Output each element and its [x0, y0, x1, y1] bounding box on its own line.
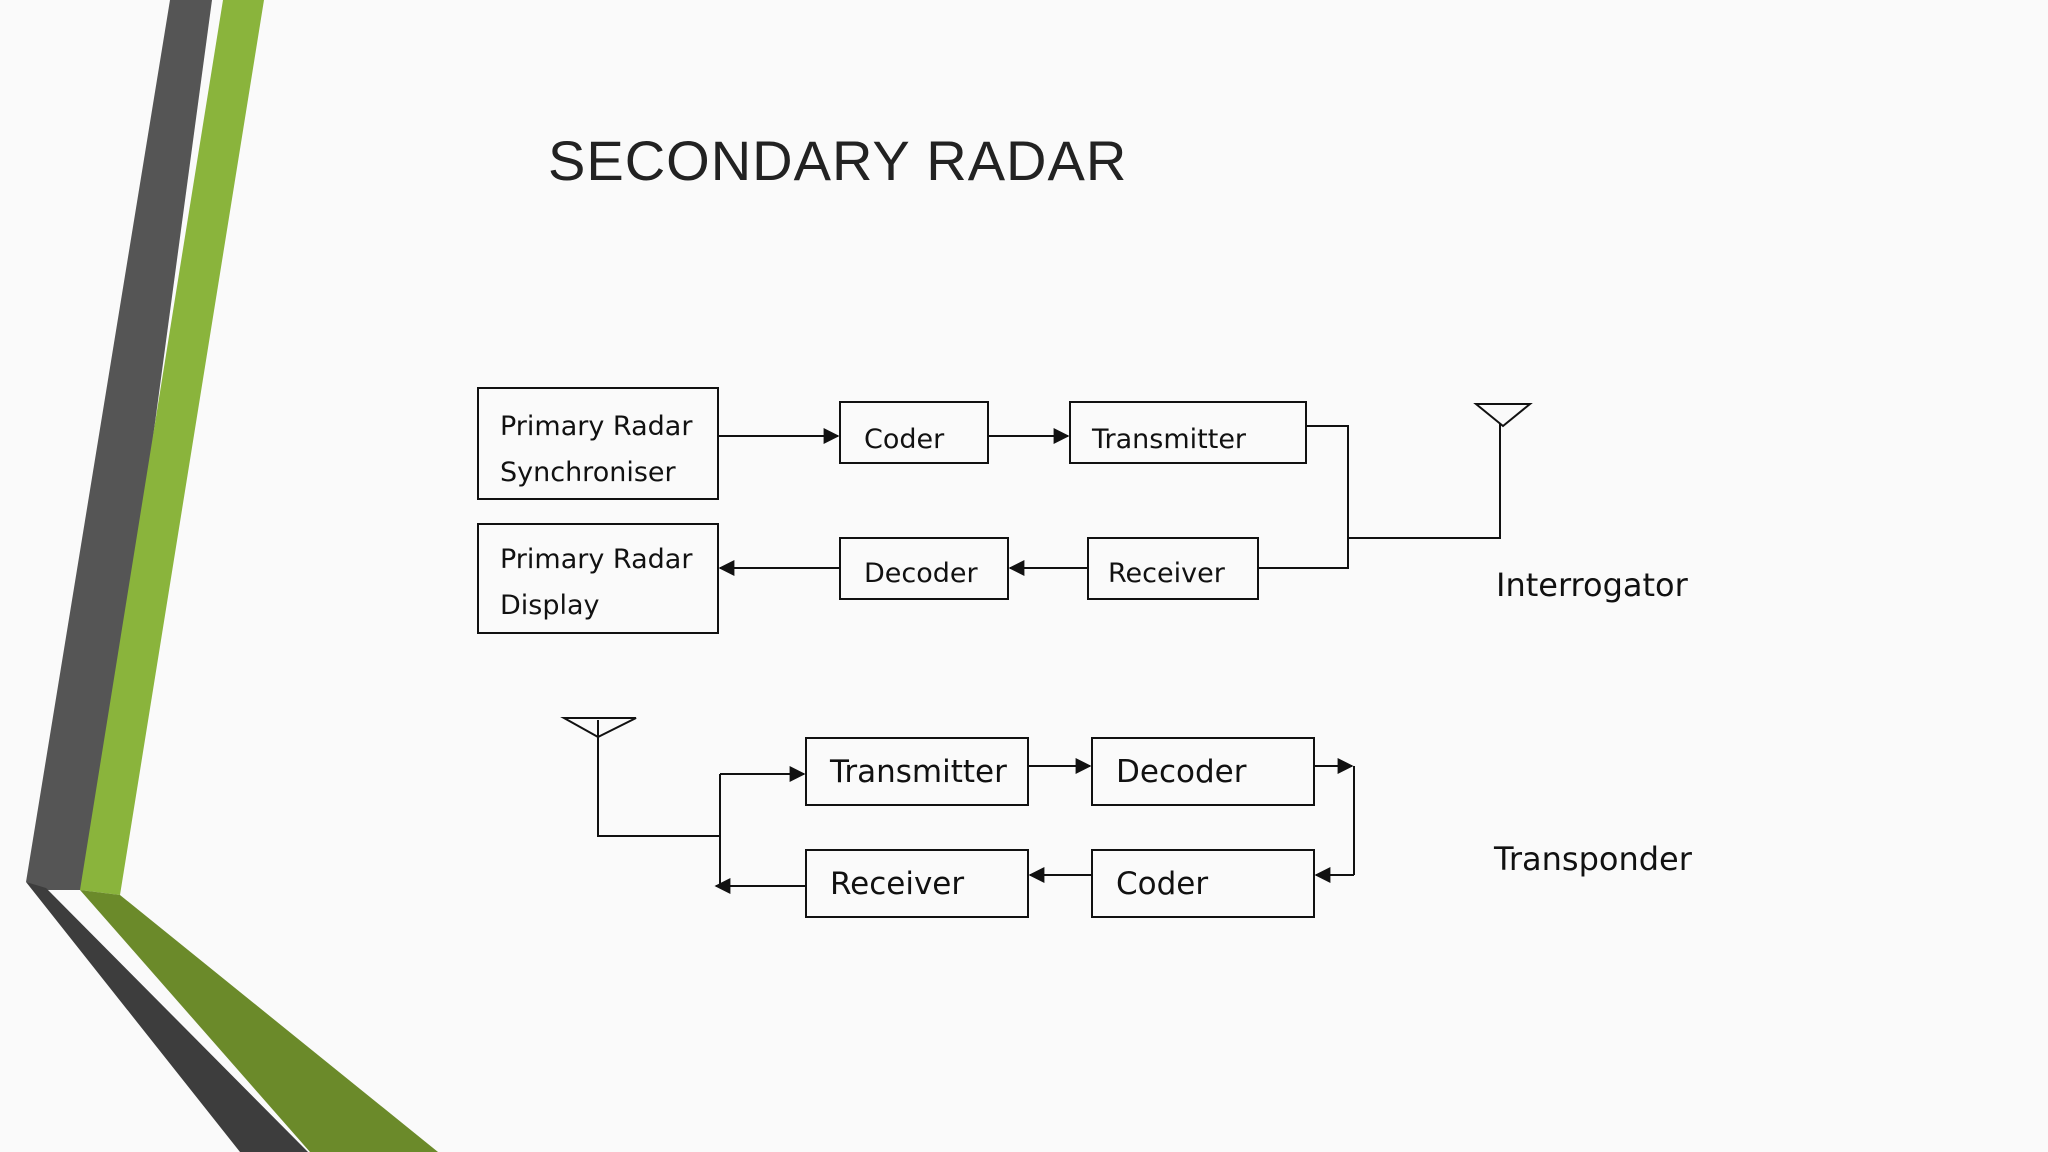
interrogator-transmitter-label: Transmitter	[1091, 424, 1247, 455]
transponder-label: Transponder	[1493, 840, 1693, 878]
transponder-receiver-label: Receiver	[830, 866, 964, 902]
interrogator-antenna-icon	[1473, 403, 1533, 428]
interrogator-coder-label: Coder	[864, 424, 945, 455]
transmitter-feed-line	[1258, 425, 1349, 569]
green-chevron-lower	[80, 890, 438, 1152]
sync-box-line2: Synchroniser	[500, 457, 677, 488]
sync-box	[477, 387, 719, 500]
transponder-antenna-line	[597, 720, 720, 837]
transponder-transmitter-label: Transmitter	[829, 754, 1007, 790]
display-box-line1: Primary Radar	[500, 544, 693, 575]
dark-chevron-lower	[26, 882, 308, 1152]
display-box	[477, 523, 719, 634]
transponder-decoder-label: Decoder	[1116, 754, 1247, 790]
dark-gray-stripe	[26, 0, 212, 890]
transponder-decoder-box	[1091, 737, 1315, 806]
interrogator-transmitter-box	[1069, 401, 1307, 464]
interrogator-coder-box	[839, 401, 989, 464]
transponder-antenna-icon	[560, 717, 637, 739]
transponder-coder-label: Coder	[1116, 866, 1208, 902]
slide-title: SECONDARY RADAR	[548, 129, 1128, 192]
sync-box-line1: Primary Radar	[500, 411, 693, 442]
transponder-transmitter-box	[805, 737, 1029, 806]
interrogator-decoder-label: Decoder	[864, 558, 979, 589]
transponder-coder-box	[1091, 849, 1315, 918]
antenna-feed-line	[1348, 424, 1501, 539]
interrogator-receiver-label: Receiver	[1108, 558, 1226, 589]
display-box-line2: Display	[500, 590, 600, 621]
green-stripe	[80, 0, 264, 895]
interrogator-label: Interrogator	[1496, 566, 1689, 604]
transponder-receiver-box	[805, 849, 1029, 918]
